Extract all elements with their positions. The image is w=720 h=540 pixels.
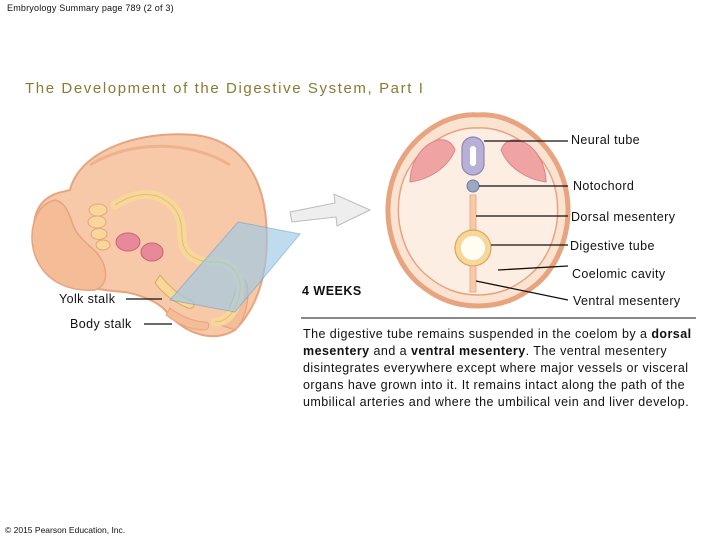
dorsal-mesentery-shape [469, 194, 477, 231]
embryo-liver [140, 242, 164, 262]
copyright-notice: © 2015 Pearson Education, Inc. [5, 525, 126, 535]
embryo-back-ridge [89, 144, 231, 167]
label-dorsal-mesentery: Dorsal mesentery [571, 210, 676, 224]
term-ventral-mesentery: ventral mesentery [410, 344, 526, 358]
figure-title: The Development of the Digestive System,… [25, 80, 425, 97]
ventral-mesentery-shape [469, 265, 477, 293]
pharyngeal-arch [88, 203, 108, 217]
somite-left [409, 139, 456, 183]
label-neural-tube: Neural tube [571, 133, 641, 147]
description-part: . The ventral mesentery disintegrates ev… [303, 344, 690, 409]
label-digestive-tube: Digestive tube [570, 239, 655, 253]
section-plane [169, 221, 301, 313]
label-body-stalk: Body stalk [70, 317, 132, 331]
embryo-head [31, 199, 107, 291]
embryo-heart [115, 232, 141, 252]
pharyngeal-arch [95, 239, 111, 251]
description-part: and a [369, 344, 411, 358]
label-ventral-mesentery: Ventral mesentery [573, 294, 681, 308]
label-notochord: Notochord [573, 179, 635, 193]
leader-lines [126, 140, 696, 325]
label-coelomic-cavity: Coelomic cavity [572, 267, 666, 281]
section-arrow-icon [289, 193, 372, 227]
cross-section-illustration [385, 112, 571, 309]
description-part: The digestive tube remains suspended in … [303, 327, 652, 341]
neural-canal [470, 146, 476, 166]
label-yolk-stalk: Yolk stalk [59, 292, 116, 306]
term-dorsal-mesentery: dorsal mesentery [303, 327, 692, 358]
page-header: Embryology Summary page 789 (2 of 3) [7, 3, 174, 13]
stage-label: 4 WEEKS [302, 284, 362, 298]
body-stalk-shape [165, 307, 210, 331]
description-text: The digestive tube remains suspended in … [303, 326, 695, 411]
notochord-shape [466, 179, 480, 193]
pharyngeal-arch [87, 215, 107, 229]
pharyngeal-arch [90, 228, 108, 240]
digestive-lumen [461, 236, 485, 260]
